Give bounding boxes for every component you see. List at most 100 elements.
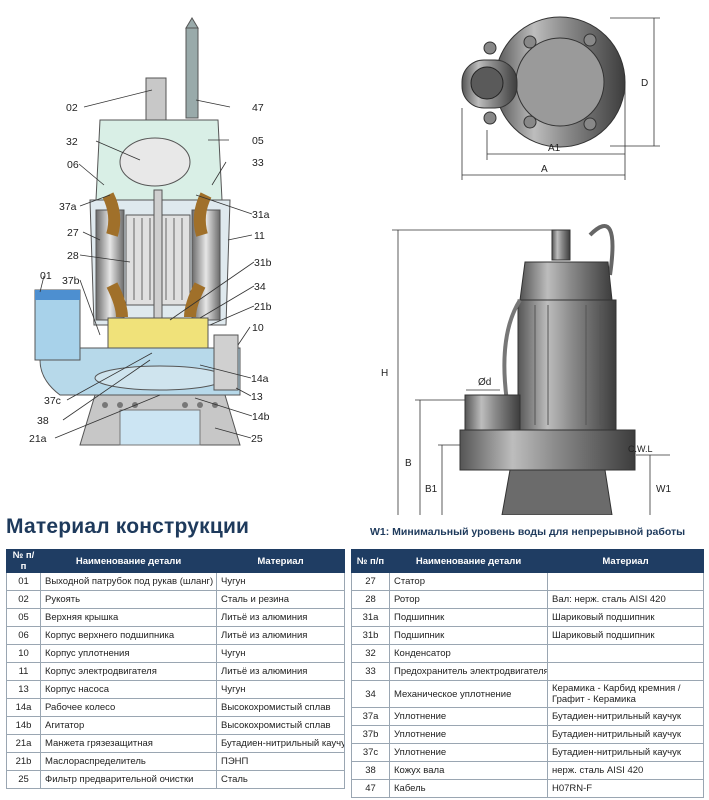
- dim-b: B: [405, 458, 412, 469]
- cell-no: 13: [6, 680, 41, 699]
- cell-name: Уплотнение: [389, 725, 548, 744]
- cell-material: H07RN-F: [547, 779, 704, 798]
- cell-material: Высокохромистый сплав: [216, 716, 345, 735]
- callout-37a: 37a: [59, 201, 77, 213]
- pump-diagrams: 01 02 06 37a 27 28 37b 37c 38 21a 32 47 …: [29, 16, 671, 515]
- dim-h: H: [381, 368, 388, 379]
- dim-b1: B1: [425, 484, 438, 495]
- cell-no: 34: [351, 680, 390, 708]
- callout-28: 28: [67, 250, 79, 262]
- cell-name: Кожух вала: [389, 761, 548, 780]
- cell-name: Корпус верхнего подшипника: [40, 626, 217, 645]
- cell-material: Высокохромистый сплав: [216, 698, 345, 717]
- cell-material: Чугун: [216, 644, 345, 663]
- cell-no: 27: [351, 572, 390, 591]
- cell-no: 31b: [351, 626, 390, 645]
- cell-material: Литьё из алюминия: [216, 662, 345, 681]
- cell-material: Бутадиен-нитрильный каучук: [547, 707, 704, 726]
- cell-name: Корпус насоса: [40, 680, 217, 699]
- callout-21b: 21b: [254, 301, 272, 313]
- header-name: Наименование детали: [40, 549, 217, 573]
- cell-material: Чугун: [216, 680, 345, 699]
- dim-cwl: C.W.L: [628, 444, 653, 454]
- callout-13: 13: [251, 391, 263, 403]
- cell-material: [547, 572, 704, 591]
- callout-34: 34: [254, 281, 266, 293]
- callout-11: 11: [254, 230, 265, 242]
- side-view-drawing: [459, 224, 636, 515]
- cell-name: Выходной патрубок под рукав (шланг): [40, 572, 217, 591]
- cell-no: 10: [6, 644, 41, 663]
- cell-name: Механическое уплотнение: [389, 680, 548, 708]
- cell-material: Бутадиен-нитрильный каучук: [547, 743, 704, 762]
- callout-38: 38: [37, 415, 49, 427]
- callout-25: 25: [251, 433, 263, 445]
- callout-10: 10: [252, 322, 264, 334]
- cell-material: Шариковый подшипник: [547, 626, 704, 645]
- cell-material: Керамика - Карбид кремния / Графит - Кер…: [547, 680, 704, 708]
- callout-32: 32: [66, 136, 78, 148]
- cell-no: 37b: [351, 725, 390, 744]
- callout-01: 01: [40, 270, 52, 282]
- cell-material: [547, 662, 704, 681]
- cell-no: 47: [351, 779, 390, 798]
- cell-no: 31a: [351, 608, 390, 627]
- dim-w1: W1: [656, 484, 671, 495]
- cell-no: 37a: [351, 707, 390, 726]
- cell-material: [547, 644, 704, 663]
- cell-no: 38: [351, 761, 390, 780]
- header-material: Материал: [216, 549, 345, 573]
- cell-no: 05: [6, 608, 41, 627]
- cell-no: 14a: [6, 698, 41, 717]
- cell-name: Уплотнение: [389, 743, 548, 762]
- cell-material: Бутадиен-нитрильный каучук: [216, 734, 345, 753]
- table-header-row: № п/п Наименование детали Материал: [6, 549, 345, 573]
- header-name: Наименование детали: [389, 549, 548, 573]
- callout-14a: 14a: [251, 373, 269, 385]
- cell-name: Уплотнение: [389, 707, 548, 726]
- cell-no: 14b: [6, 716, 41, 735]
- cell-name: Агитатор: [40, 716, 217, 735]
- cell-material: Сталь: [216, 770, 345, 789]
- callout-06: 06: [67, 159, 79, 171]
- cell-material: Литьё из алюминия: [216, 608, 345, 627]
- cell-no: 25: [6, 770, 41, 789]
- callout-31b: 31b: [254, 257, 272, 269]
- callout-02: 02: [66, 102, 78, 114]
- dim-od: Ød: [478, 377, 491, 388]
- cell-material: Вал: нерж. сталь AISI 420: [547, 590, 704, 609]
- callout-33: 33: [252, 157, 264, 169]
- cell-name: Верхняя крышка: [40, 608, 217, 627]
- cell-no: 06: [6, 626, 41, 645]
- cell-no: 28: [351, 590, 390, 609]
- cell-material: Литьё из алюминия: [216, 626, 345, 645]
- cell-material: Бутадиен-нитрильный каучук: [547, 725, 704, 744]
- callout-27: 27: [67, 227, 79, 239]
- cell-name: Фильтр предварительной очистки: [40, 770, 217, 789]
- cell-name: Манжета грязезащитная: [40, 734, 217, 753]
- cell-no: 11: [6, 662, 41, 681]
- cell-no: 21a: [6, 734, 41, 753]
- cross-section-drawing: [34, 17, 241, 446]
- dim-a1: A1: [548, 143, 561, 154]
